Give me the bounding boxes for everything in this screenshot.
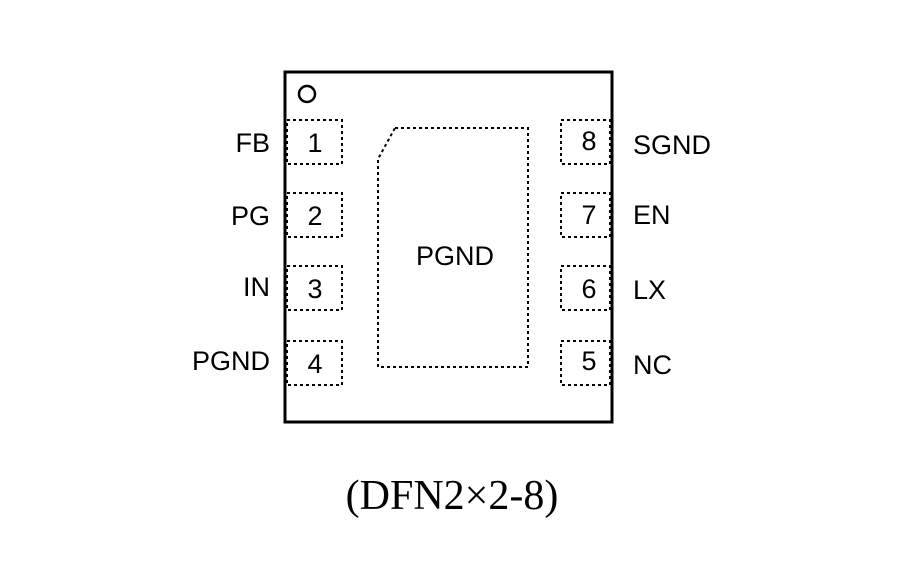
pin-number: 1	[307, 128, 322, 158]
pin-name: EN	[633, 200, 671, 230]
pin-right-8: 8 SGND	[560, 119, 711, 165]
pin-name: FB	[235, 128, 270, 158]
pin-name: IN	[243, 272, 270, 302]
pin-right-5: 5 NC	[560, 340, 672, 386]
pin-1-dot-icon	[297, 84, 317, 104]
pin-name: SGND	[633, 130, 711, 160]
pin-pad	[560, 265, 611, 311]
pin-left-3: 3 IN	[243, 265, 343, 311]
pin-pad	[560, 340, 611, 386]
pin-right-6: 6 LX	[560, 265, 666, 311]
exposed-pad-outline	[377, 127, 529, 368]
pin-pad	[286, 192, 343, 238]
pin-number: 8	[581, 126, 596, 156]
pin-pad	[560, 119, 611, 165]
pin-name: LX	[633, 275, 666, 305]
pin-number: 2	[307, 201, 322, 231]
pin-pad	[286, 340, 343, 386]
pin-number: 5	[581, 346, 596, 376]
pin-left-4: 4 PGND	[192, 340, 343, 386]
exposed-pad-label: PGND	[416, 241, 494, 271]
package-body	[283, 70, 614, 424]
pin-name: NC	[633, 350, 672, 380]
pin-pad	[286, 119, 343, 165]
pin-pad	[286, 265, 343, 311]
pin-right-7: 7 EN	[560, 192, 671, 238]
pin-number: 6	[581, 274, 596, 304]
pin-pad	[560, 192, 611, 238]
pin-left-2: 2 PG	[231, 192, 343, 238]
pin-left-1: 1 FB	[235, 119, 343, 165]
pin-number: 7	[581, 200, 596, 230]
pin-number: 3	[307, 274, 322, 304]
package-caption: (DFN2×2-8)	[346, 473, 559, 519]
pin-name: PGND	[192, 346, 270, 376]
pin-name: PG	[231, 201, 270, 231]
pin-number: 4	[307, 349, 322, 379]
